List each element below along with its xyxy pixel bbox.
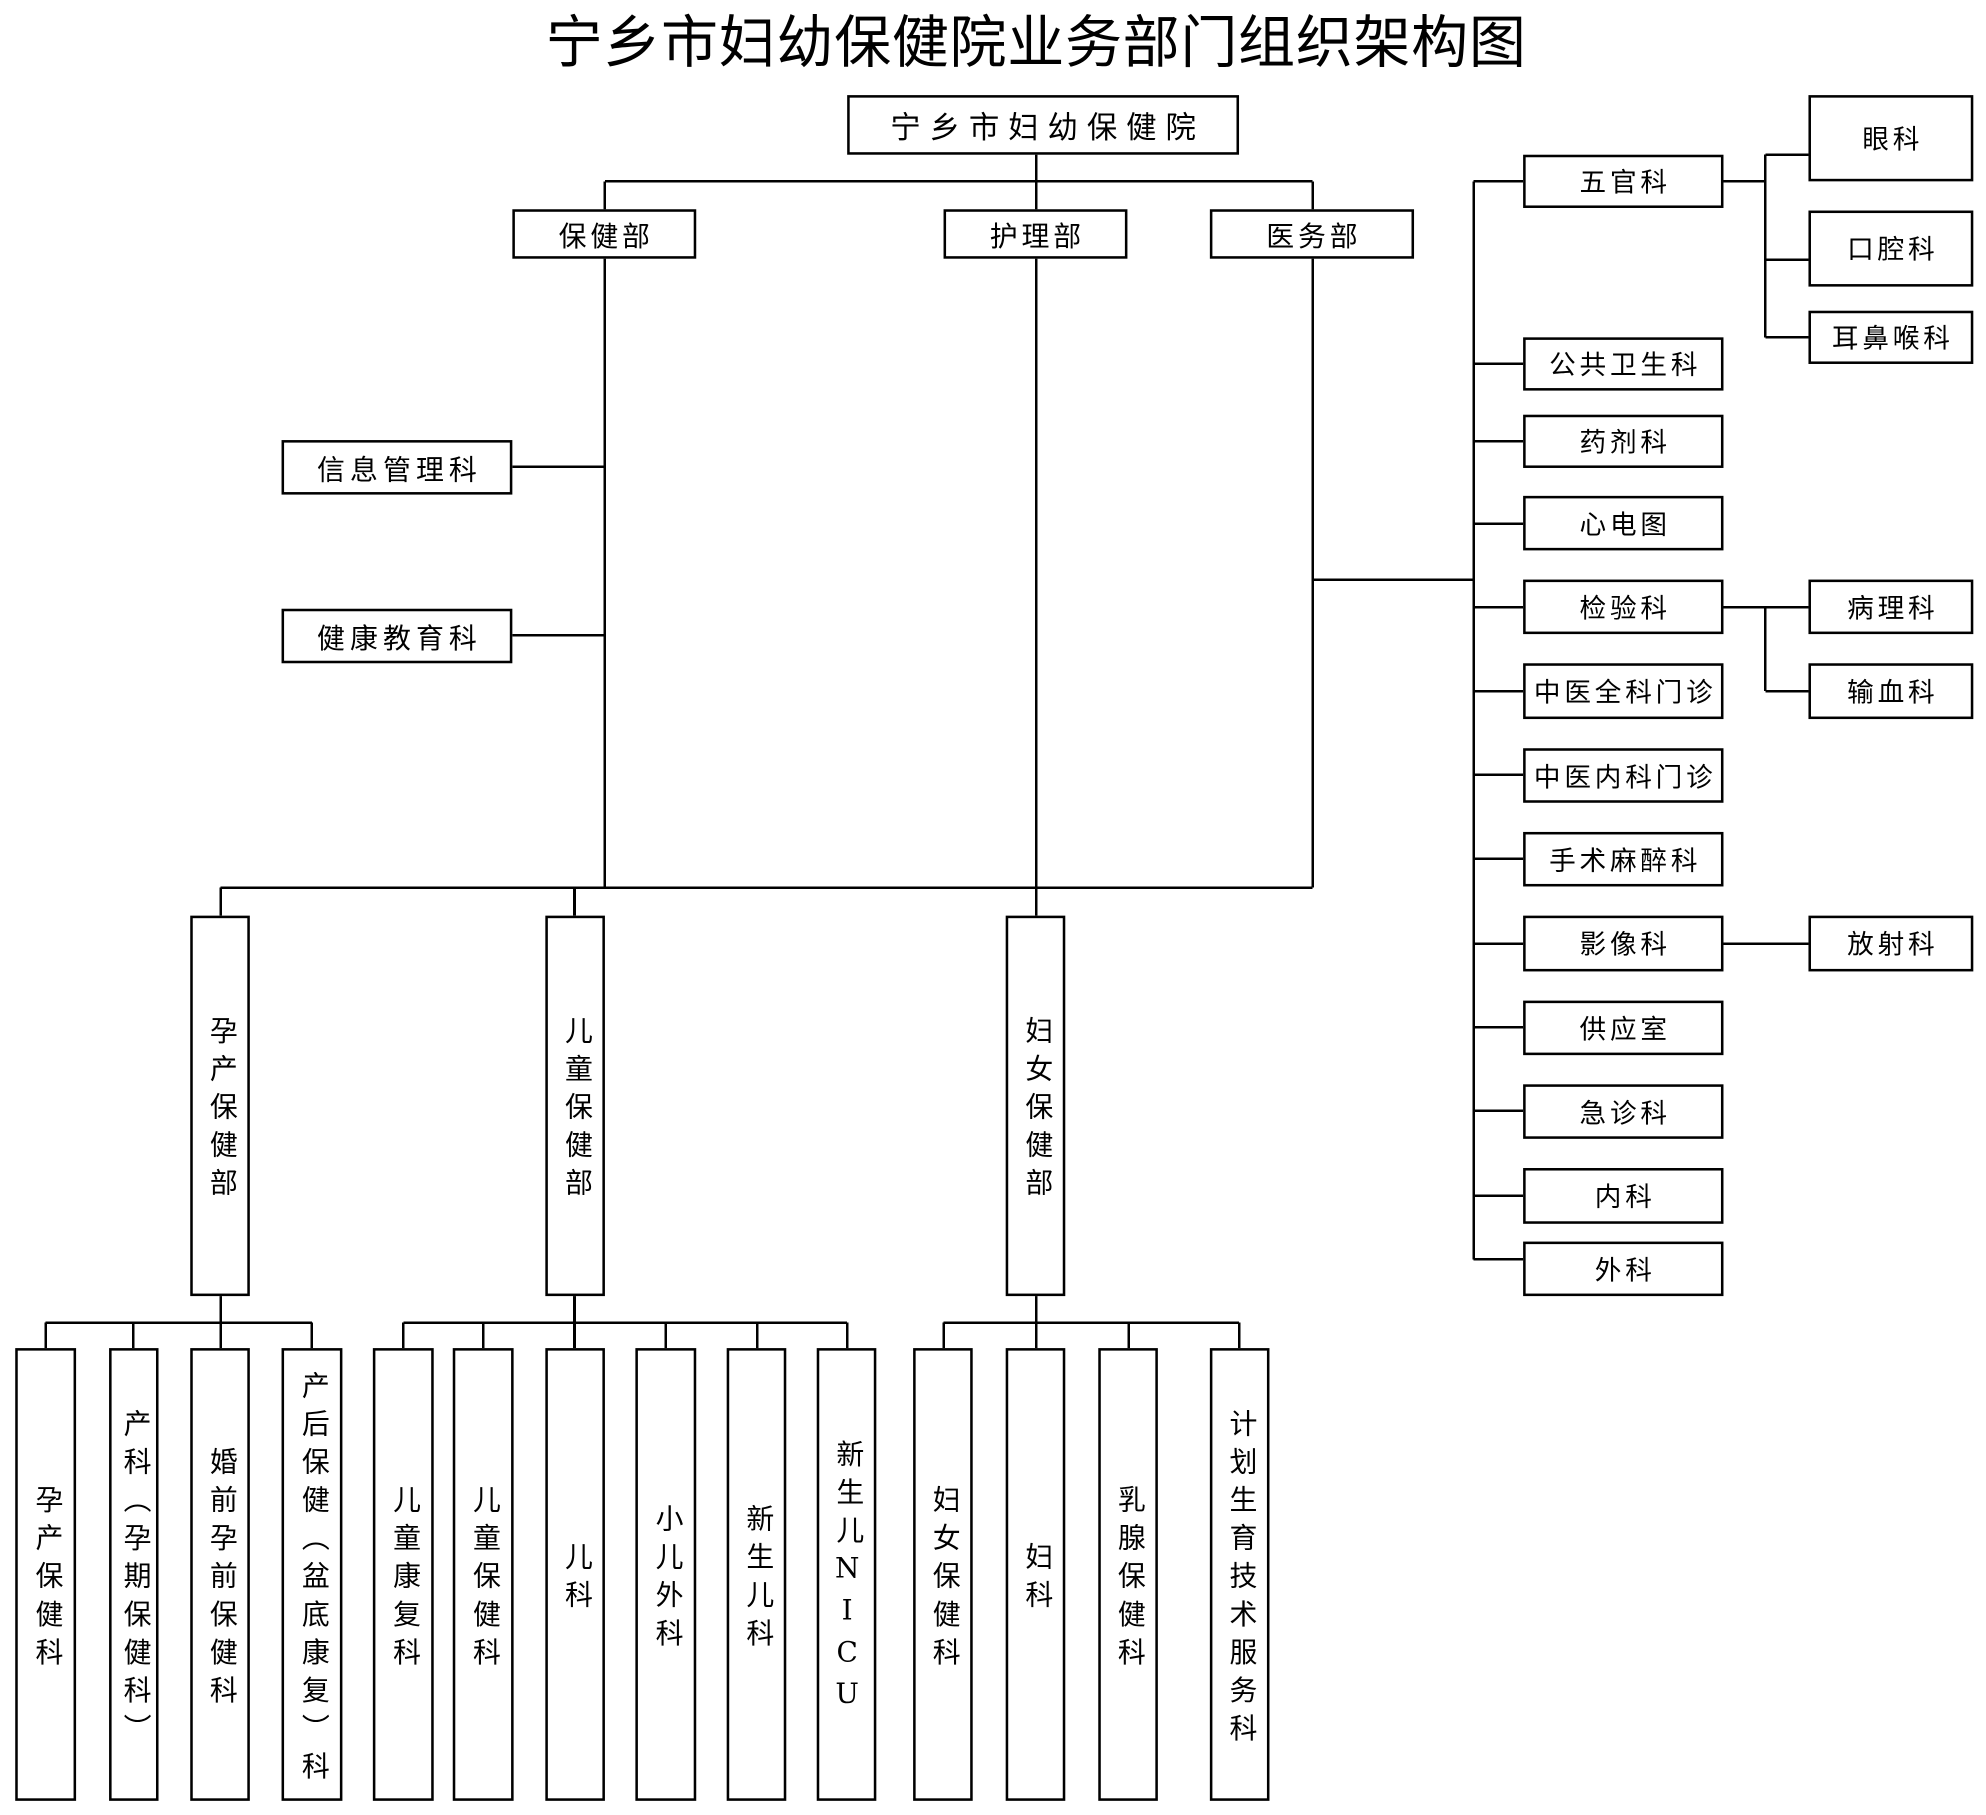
unit-box-gynecology: 妇科: [1005, 1348, 1066, 1801]
unit-label: 产后保健（盆底康复）科: [296, 1370, 329, 1789]
clinical-section-box-surgery-anesthesia: 手术麻醉科: [1523, 831, 1724, 887]
unit-label: 新生儿NICU: [831, 1438, 864, 1721]
sub-section-box-ophthalmology: 眼科: [1808, 95, 1974, 182]
clinical-section-box-laboratory: 检验科: [1523, 579, 1724, 635]
maternal-division-connector: [44, 1296, 314, 1349]
sub-section-box-radiology: 放射科: [1808, 915, 1974, 972]
unit-box-women-care: 妇女保健科: [913, 1348, 973, 1801]
clinical-section-box-surgery: 外科: [1523, 1241, 1724, 1297]
clinical-section-box-pharmacy: 药剂科: [1523, 414, 1724, 468]
unit-box-pediatrics: 儿科: [545, 1348, 605, 1801]
clinical-section-box-public-health: 公共卫生科: [1523, 337, 1724, 391]
sub-section-box-otolaryngology: 耳鼻喉科: [1808, 310, 1974, 364]
clinical-section-box-internal-medicine: 内科: [1523, 1168, 1724, 1224]
unit-label: 妇科: [1020, 1541, 1052, 1618]
women-division-connector: [942, 1296, 1241, 1349]
section-box-information-management: 信息管理科: [281, 440, 513, 495]
unit-label: 儿科: [559, 1541, 592, 1618]
unit-label: 孕产保健科: [30, 1484, 63, 1675]
department-box-medical-affairs: 医务部: [1209, 209, 1415, 259]
unit-box-child-care: 儿童保健科: [452, 1348, 514, 1801]
unit-box-postpartum-care: 产后保健（盆底康复）科: [281, 1348, 343, 1801]
division-connector: [219, 886, 1313, 916]
unit-box-maternal-care: 孕产保健科: [15, 1348, 77, 1801]
unit-label: 婚前孕前保健科: [204, 1446, 237, 1713]
hospital-box: 宁乡市妇幼保健院: [847, 95, 1240, 155]
division-label: 妇女保健部: [1020, 1015, 1052, 1207]
clinical-section-box-tcm-internal-clinic: 中医内科门诊: [1523, 748, 1724, 803]
unit-label: 儿童保健科: [467, 1484, 500, 1675]
unit-box-obstetrics: 产科（孕期保健科）: [109, 1348, 159, 1801]
section-box-health-education: 健康教育科: [281, 608, 513, 664]
laboratory-connector: [1723, 606, 1809, 693]
unit-label: 乳腺保健科: [1112, 1484, 1145, 1675]
clinical-section-box-ent-group: 五官科: [1523, 154, 1724, 208]
division-box-child-health: 儿童保健部: [545, 915, 605, 1297]
unit-box-pediatric-surgery: 小儿外科: [635, 1348, 697, 1801]
ent-group-connector: [1723, 153, 1809, 339]
clinical-section-box-tcm-general-clinic: 中医全科门诊: [1523, 663, 1724, 720]
unit-label: 儿童康复科: [388, 1484, 420, 1675]
unit-box-child-rehabilitation: 儿童康复科: [372, 1348, 434, 1801]
sub-section-box-blood-transfusion: 输血科: [1808, 663, 1974, 720]
clinical-section-box-ecg: 心电图: [1523, 495, 1724, 551]
division-label: 儿童保健部: [559, 1015, 592, 1207]
clinical-section-box-emergency: 急诊科: [1523, 1084, 1724, 1139]
department-box-health-care: 保健部: [512, 209, 697, 259]
unit-box-premarital-care: 婚前孕前保健科: [190, 1348, 250, 1801]
unit-box-breast-care: 乳腺保健科: [1098, 1348, 1158, 1801]
page-title: 宁乡市妇幼保健院业务部门组织架构图: [545, 8, 1527, 77]
clinical-section-box-supply-room: 供应室: [1523, 1000, 1724, 1056]
child-division-connector: [402, 1296, 849, 1349]
department-box-nursing: 护理部: [943, 209, 1128, 259]
health-care-connector: [512, 258, 607, 888]
unit-box-family-planning: 计划生育技术服务科: [1209, 1348, 1270, 1801]
division-box-maternal-health: 孕产保健部: [190, 915, 250, 1297]
unit-box-neonatology: 新生儿科: [726, 1348, 787, 1801]
unit-label: 新生儿科: [741, 1503, 773, 1656]
sub-section-box-stomatology: 口腔科: [1808, 210, 1974, 287]
sub-section-box-pathology: 病理科: [1808, 579, 1974, 635]
unit-box-nicu: 新生儿NICU: [816, 1348, 877, 1801]
division-label: 孕产保健部: [204, 1015, 237, 1207]
division-box-women-health: 妇女保健部: [1005, 915, 1066, 1297]
clinical-section-box-imaging: 影像科: [1523, 915, 1724, 972]
unit-label: 妇女保健科: [927, 1484, 960, 1675]
root-connector: [603, 154, 1314, 210]
medical-affairs-connector: [1311, 180, 1524, 1261]
unit-label: 计划生育技术服务科: [1224, 1408, 1257, 1751]
unit-label: 小儿外科: [650, 1503, 683, 1656]
unit-label: 产科（孕期保健科）: [118, 1408, 151, 1751]
